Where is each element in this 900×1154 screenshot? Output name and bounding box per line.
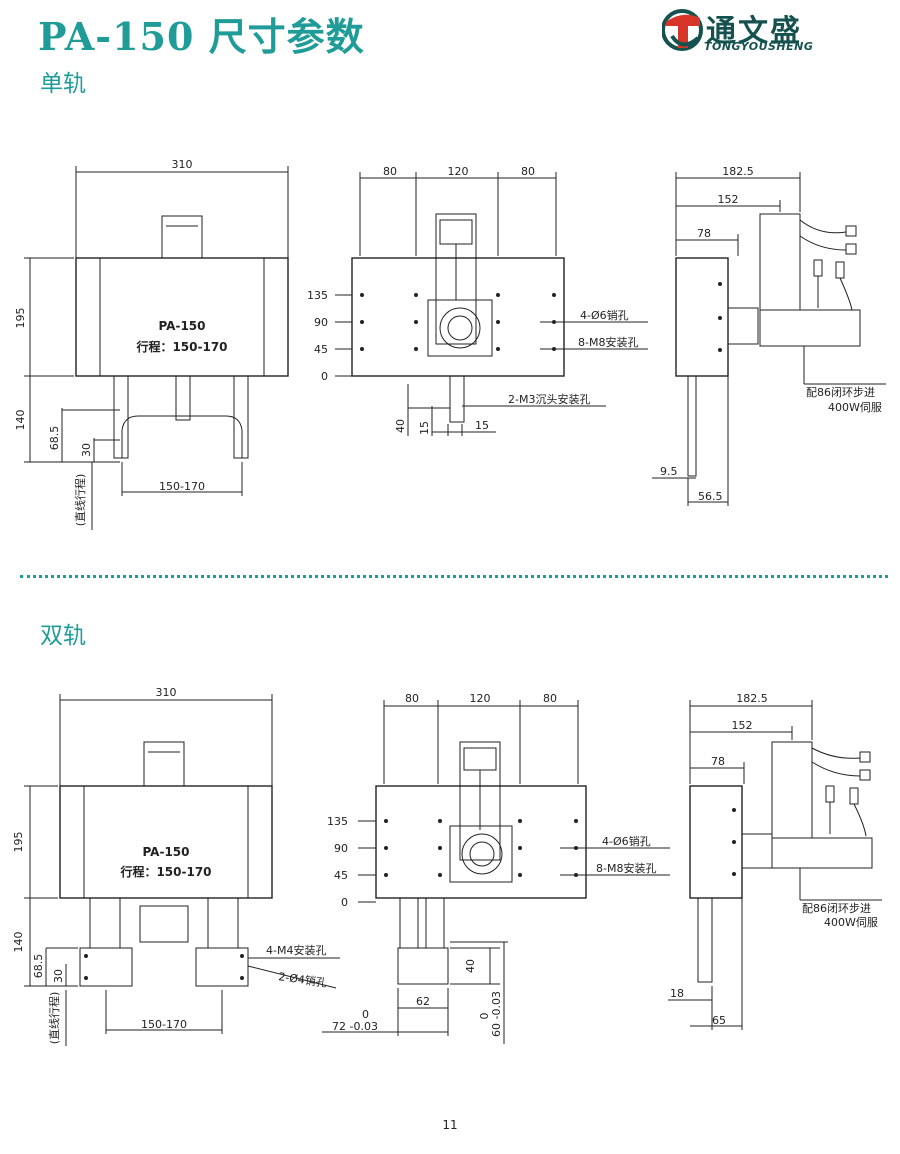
dim-below-2: 140	[12, 932, 25, 953]
dim-d40: 40	[394, 419, 407, 433]
dim-y45: 45	[314, 343, 328, 356]
note-countersunk: 2-M3沉头安装孔	[508, 392, 590, 406]
dim-w1-2: 80	[405, 692, 419, 705]
section-label-single: 单轨	[40, 71, 86, 97]
dim-d65: 65	[712, 1014, 726, 1027]
dim-offset-2: 68.5	[32, 954, 45, 979]
stroke-side-note: (直线行程)	[73, 474, 87, 527]
dim-stroke-2: 150-170	[141, 1018, 187, 1031]
dim-d9: 9.5	[660, 465, 678, 478]
dim-d62: 62	[416, 995, 430, 1008]
dim-w1: 80	[383, 165, 397, 178]
dim-offset: 68.5	[48, 426, 61, 451]
page-number: 11	[442, 1118, 458, 1132]
dim-y135-2: 135	[327, 815, 348, 828]
tol-a: 72 -0.03	[332, 1020, 378, 1033]
stroke-label-2: 行程：150-170	[119, 864, 211, 879]
dim-d78-2: 78	[711, 755, 725, 768]
dim-w2: 120	[448, 165, 469, 178]
dim-d78: 78	[697, 227, 711, 240]
double-rail-drawing: 310 195 140 68.5 30 150-170 (直线行程) PA-15…	[12, 686, 882, 1046]
stroke-label: 行程：150-170	[135, 339, 227, 354]
dim-below: 140	[14, 410, 27, 431]
dim-y90-2: 90	[334, 842, 348, 855]
section-divider	[20, 575, 888, 578]
page-title: PA-150 尺寸参数	[38, 14, 365, 59]
dim-w3: 80	[521, 165, 535, 178]
motor-note-2-2: 400W伺服	[824, 916, 878, 929]
dim-d40-2: 40	[464, 959, 477, 973]
logo-english-text: TONGYOUSHENG	[704, 40, 814, 53]
note-m4-holes: 4-M4安装孔	[266, 943, 326, 957]
section-label-double: 双轨	[40, 623, 86, 649]
stroke-side-note-2: (直线行程)	[47, 992, 61, 1045]
tol-b-zero: 0	[478, 1013, 491, 1020]
dim-y0: 0	[321, 370, 328, 383]
model-label-2: PA-150	[142, 845, 189, 859]
dim-d15b: 15	[475, 419, 489, 432]
note-mount-holes: 8-M8安装孔	[578, 335, 638, 349]
model-label: PA-150	[158, 319, 205, 333]
dim-d152-2: 152	[732, 719, 753, 732]
dim-height-2: 195	[12, 832, 25, 853]
single-rail-drawing: 310 195 140 68.5 30 150-170 (直线行程) PA-15…	[14, 158, 886, 530]
logo-chinese-text: 通文盛	[706, 14, 802, 49]
dim-width-2: 310	[156, 686, 177, 699]
motor-note-1-2: 配86闭环步进	[802, 902, 871, 915]
dim-y0-2: 0	[341, 896, 348, 909]
logo-mark-icon	[661, 9, 703, 51]
dim-d56: 56.5	[698, 490, 723, 503]
dim-height: 195	[14, 308, 27, 329]
note-pin-holes-2: 4-Ø6销孔	[602, 834, 651, 848]
dim-width: 310	[172, 158, 193, 171]
dim-d152: 152	[718, 193, 739, 206]
dim-d182: 182.5	[722, 165, 754, 178]
motor-note-1: 配86闭环步进	[806, 386, 875, 399]
tol-b: 60 -0.03	[490, 991, 503, 1037]
motor-note-2: 400W伺服	[828, 401, 882, 414]
dim-y90: 90	[314, 316, 328, 329]
note-pin-holes-4: 2-Ø4销孔	[278, 969, 328, 990]
dim-small: 30	[80, 443, 93, 457]
note-mount-holes-2: 8-M8安装孔	[596, 861, 656, 875]
dim-w3-2: 80	[543, 692, 557, 705]
dim-stroke: 150-170	[159, 480, 205, 493]
dim-d15a: 15	[418, 421, 431, 435]
dim-y45-2: 45	[334, 869, 348, 882]
tol-a-zero: 0	[362, 1008, 369, 1021]
dim-w2-2: 120	[470, 692, 491, 705]
dim-y135: 135	[307, 289, 328, 302]
dim-d18: 18	[670, 987, 684, 1000]
brand-logo: 通文盛 TONGYOUSHENG	[661, 8, 852, 54]
note-pin-holes: 4-Ø6销孔	[580, 308, 629, 322]
dim-small-2: 30	[52, 969, 65, 983]
dim-d182-2: 182.5	[736, 692, 768, 705]
